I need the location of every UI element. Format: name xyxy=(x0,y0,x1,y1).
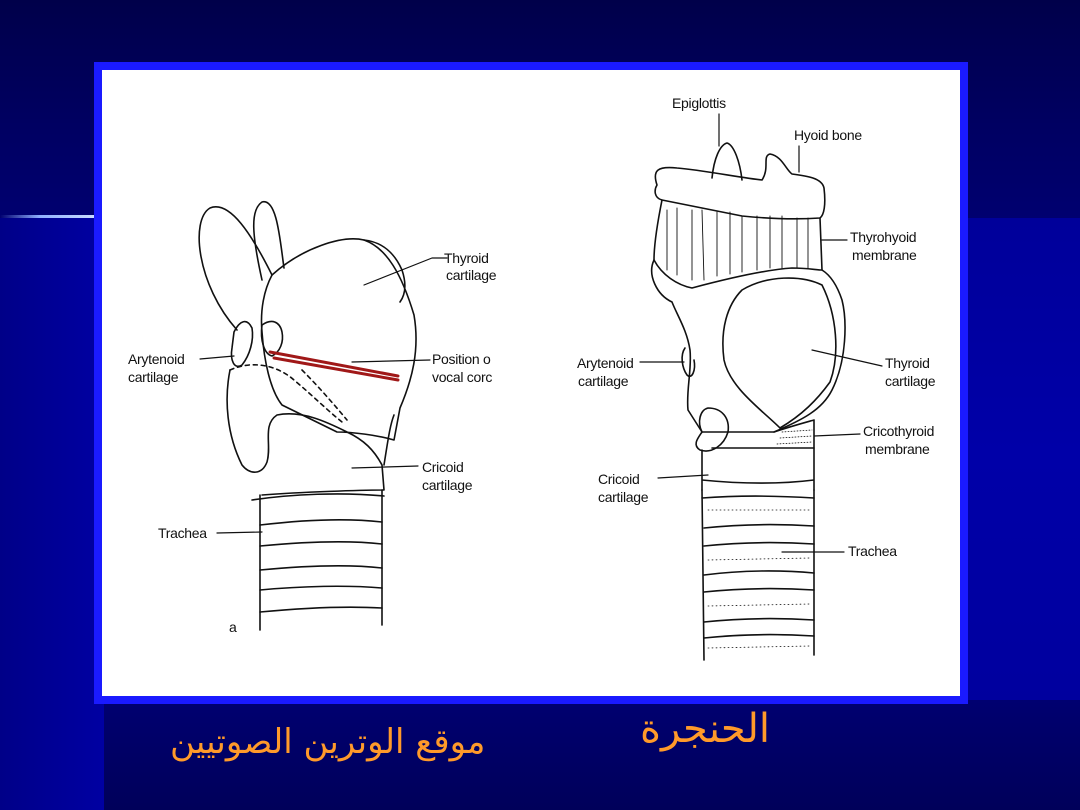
slide-left-band xyxy=(0,218,104,810)
left-label-position-2: vocal corc xyxy=(432,369,492,385)
left-trachea-ring-4 xyxy=(259,565,383,571)
right-leader-cricoid xyxy=(657,474,709,479)
left-vocal-cord-2 xyxy=(272,356,400,382)
larynx-diagram: Thyroid cartilage Position o vocal corc … xyxy=(128,95,936,661)
left-leader-arytenoid xyxy=(199,355,235,360)
left-label-position-1: Position o xyxy=(432,351,491,367)
left-trachea-ring-2 xyxy=(259,519,383,526)
right-trachea-ring-7 xyxy=(703,633,815,639)
decorative-rule xyxy=(0,215,100,218)
left-label-thyroid-1: Thyroid xyxy=(444,250,489,266)
right-label-cricothyroid-2: membrane xyxy=(865,441,930,457)
left-arytenoid-cartilage xyxy=(230,320,254,367)
right-thyroid-lamina xyxy=(722,277,837,429)
left-cricoid-front xyxy=(383,414,395,466)
right-cricothyroid-membrane xyxy=(711,419,815,449)
right-leader-thyroid xyxy=(811,349,883,367)
left-superior-horn-1 xyxy=(198,206,273,331)
left-vocal-cord-1 xyxy=(268,350,400,378)
right-trachea-ring-6 xyxy=(703,617,815,623)
right-cricothyroid-stipple xyxy=(776,429,813,445)
right-leader-lines xyxy=(639,113,883,553)
caption-vocal-cords-position: موقع الوترين الصوتيين xyxy=(170,722,486,762)
right-label-thyroid-2: cartilage xyxy=(885,373,936,389)
right-label-hyoid-bone: Hyoid bone xyxy=(794,127,862,143)
right-label-cricoid-1: Cricoid xyxy=(598,471,639,487)
left-panel-letter: a xyxy=(229,619,237,635)
right-label-arytenoid-2: cartilage xyxy=(578,373,629,389)
left-label-arytenoid-2: cartilage xyxy=(128,369,179,385)
right-trachea-ring-3 xyxy=(703,541,815,547)
right-trachea-ring-2 xyxy=(703,523,815,529)
left-cricoid-cartilage xyxy=(226,369,385,496)
right-trachea-ring-4 xyxy=(703,570,815,576)
right-trachea-ring-5 xyxy=(703,587,815,593)
left-label-thyroid-2: cartilage xyxy=(446,267,497,283)
right-label-thyrohyoid-2: membrane xyxy=(852,247,917,263)
right-epiglottis xyxy=(711,142,743,181)
left-cricoid-dashed-outline-2 xyxy=(301,369,348,421)
left-leader-lines xyxy=(199,257,448,534)
right-cricoid-lower xyxy=(701,447,815,491)
left-larynx-drawing xyxy=(198,201,417,631)
right-larynx-drawing xyxy=(650,142,846,661)
left-label-arytenoid-1: Arytenoid xyxy=(128,351,184,367)
left-leader-cricoid xyxy=(351,465,419,469)
left-leader-trachea xyxy=(216,531,263,534)
right-label-thyrohyoid-1: Thyrohyoid xyxy=(850,229,916,245)
right-thyrohyoid-membrane xyxy=(653,199,823,289)
right-label-trachea: Trachea xyxy=(848,543,897,559)
caption-larynx: الحنجرة xyxy=(640,706,771,752)
left-trachea-ring-6 xyxy=(259,606,383,613)
left-label-trachea: Trachea xyxy=(158,525,207,541)
right-leader-cricothyroid xyxy=(813,433,861,437)
right-label-cricoid-2: cartilage xyxy=(598,489,649,505)
right-trachea-ring-1 xyxy=(701,495,815,499)
left-superior-horn-2 xyxy=(252,201,285,281)
right-thyrohyoid-striations xyxy=(666,207,809,281)
right-label-thyroid-1: Thyroid xyxy=(885,355,930,371)
right-label-arytenoid-1: Arytenoid xyxy=(577,355,633,371)
left-arytenoid-process xyxy=(260,320,284,357)
right-trachea-stipple xyxy=(707,509,811,649)
slide-bottom-band xyxy=(104,700,1080,810)
right-cricoid-cartilage xyxy=(695,407,730,452)
right-label-cricothyroid-1: Cricothyroid xyxy=(863,423,934,439)
left-thyroid-cartilage xyxy=(260,238,417,441)
right-label-epiglottis: Epiglottis xyxy=(672,95,726,111)
left-trachea-ring-5 xyxy=(259,585,383,591)
right-trachea-wall-left xyxy=(701,489,705,661)
diagram-panel xyxy=(102,70,960,696)
left-cricoid-dashed-outline xyxy=(229,364,343,423)
left-leader-position xyxy=(351,359,431,363)
left-trachea-ring-1 xyxy=(251,493,385,501)
left-leader-thyroid xyxy=(363,257,448,286)
left-trachea-ring-3 xyxy=(259,541,383,547)
left-label-cricoid-1: Cricoid xyxy=(422,459,463,475)
left-label-cricoid-2: cartilage xyxy=(422,477,473,493)
